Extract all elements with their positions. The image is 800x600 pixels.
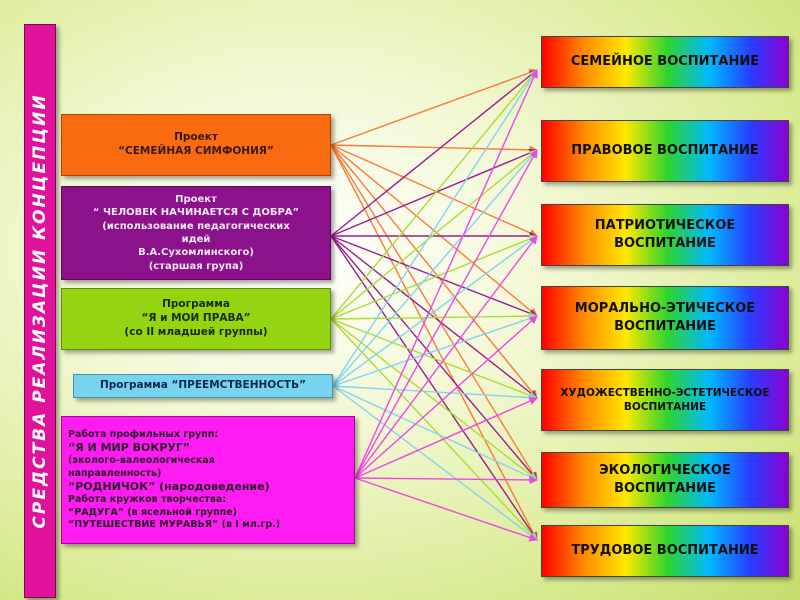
connection-arrow [330,144,538,399]
source-line: Программа [162,298,230,311]
connection-arrow [354,397,538,479]
connection-arrow [332,385,538,541]
connection-arrow [330,235,538,318]
source-box-ya-i-moi-prava: Программа “Я и МОИ ПРАВА” (со II младшей… [61,288,331,350]
target-line: ВОСПИТАНИЕ [623,401,707,413]
connection-arrow [354,235,538,479]
source-box-profilnye-gruppy: Работа профильных групп: “Я И МИР ВОКРУГ… [61,416,355,544]
source-line: Программа “ПРЕЕМСТВЕННОСТЬ” [99,379,306,392]
connection-arrow [330,149,538,237]
source-line: (эколого-валеологическая [68,455,215,467]
connection-arrow [330,144,538,237]
target-line: ХУДОЖЕСТВЕННО-ЭСТЕТИЧЕСКОЕ [560,386,770,399]
connection-arrow [332,314,538,387]
connection-arrow [330,318,538,400]
side-label: СРЕДСТВА РЕАЛИЗАЦИИ КОНЦЕПЦИИ [30,93,50,529]
target-line: ТРУДОВОЕ ВОСПИТАНИЕ [571,543,759,559]
target-line: ЭКОЛОГИЧЕСКОЕ [599,463,731,479]
target-box-khudozhestvenno-esteticheskoe: ХУДОЖЕСТВЕННО-ЭСТЕТИЧЕСКОЕ ВОСПИТАНИЕ [541,369,789,431]
connection-arrow [354,475,538,485]
source-line: (со II младшей группы) [124,325,268,338]
connection-arrow [330,235,538,541]
connection-arrow [330,69,538,320]
connection-arrow [330,311,538,321]
source-line: “ ЧЕЛОВЕК НАЧИНАЕТСЯ С ДОБРА” [92,207,300,219]
source-line: Проект [175,194,217,206]
side-label-bar: СРЕДСТВА РЕАЛИЗАЦИИ КОНЦЕПЦИИ [24,24,56,598]
source-line: “РОДНИЧОК” (народоведение) [68,480,270,493]
target-line: МОРАЛЬНО-ЭТИЧЕСКОЕ [574,301,756,317]
source-line: “СЕМЕЙНАЯ СИМФОНИЯ” [118,145,274,157]
source-line: В.А.Сухомлинского) [138,247,254,259]
connection-arrow [330,318,538,481]
target-box-patrioticheskoe: ПАТРИОТИЧЕСКОЕ ВОСПИТАНИЕ [541,204,789,266]
connection-arrow [354,149,538,479]
source-line: Проект [174,131,218,144]
source-line: Работа кружков творчества: [68,494,227,506]
target-box-moralno-eticheskoe: МОРАЛЬНО-ЭТИЧЕСКОЕ ВОСПИТАНИЕ [541,286,789,350]
connection-arrow [332,385,538,481]
target-box-pravovoe: ПРАВОВОЕ ВОСПИТАНИЕ [541,120,789,182]
source-box-preemstvennost: Программа “ПРЕЕМСТВЕННОСТЬ” [73,374,333,398]
connection-arrow [330,234,538,320]
source-line: “ПУТЕШЕСТВИЕ МУРАВЬЯ” (в I мл.гр.) [68,518,281,530]
target-box-semeinoe: СЕМЕЙНОЕ ВОСПИТАНИЕ [541,36,789,88]
target-box-trudovoe: ТРУДОВОЕ ВОСПИТАНИЕ [541,525,789,577]
source-line: направленность) [68,467,162,479]
target-line: ВОСПИТАНИЕ [614,319,716,334]
target-line: ВОСПИТАНИЕ [614,236,716,251]
source-line: (использование педагогических [102,220,290,232]
source-box-semeinaya-simfoniya: Проект “СЕМЕЙНАЯ СИМФОНИЯ” [61,114,331,176]
connection-arrow [332,149,538,387]
connection-arrow [354,315,538,479]
connection-arrow [330,149,538,320]
connection-arrow [330,69,538,237]
connection-arrow [354,69,538,479]
target-box-ekologicheskoe: ЭКОЛОГИЧЕСКОЕ ВОСПИТАНИЕ [541,452,789,508]
source-box-chelovek-nachinaetsya: Проект “ ЧЕЛОВЕК НАЧИНАЕТСЯ С ДОБРА” (ис… [61,186,331,280]
source-line: идей [181,234,211,245]
target-line: ПРАВОВОЕ ВОСПИТАНИЕ [571,143,759,159]
connection-arrow [332,69,538,387]
connection-arrow [330,144,538,541]
source-line: Работа профильных групп: [68,428,219,440]
connection-arrow [332,235,538,387]
source-line: “РАДУГА” (в ясельной группе) [68,506,238,518]
source-line: (старшая група) [148,260,244,272]
target-line: СЕМЕЙНОЕ ВОСПИТАНИЕ [570,54,760,70]
source-line: “Я и МОИ ПРАВА” [141,312,251,325]
source-line: “Я И МИР ВОКРУГ” [68,441,191,455]
connection-arrow [330,68,538,146]
connection-arrow [332,385,538,402]
connection-arrow [330,318,538,541]
connection-arrow [330,144,538,155]
target-line: ВОСПИТАНИЕ [614,481,716,496]
target-line: ПАТРИОТИЧЕСКОЕ [594,218,736,234]
connection-arrow [354,477,538,542]
